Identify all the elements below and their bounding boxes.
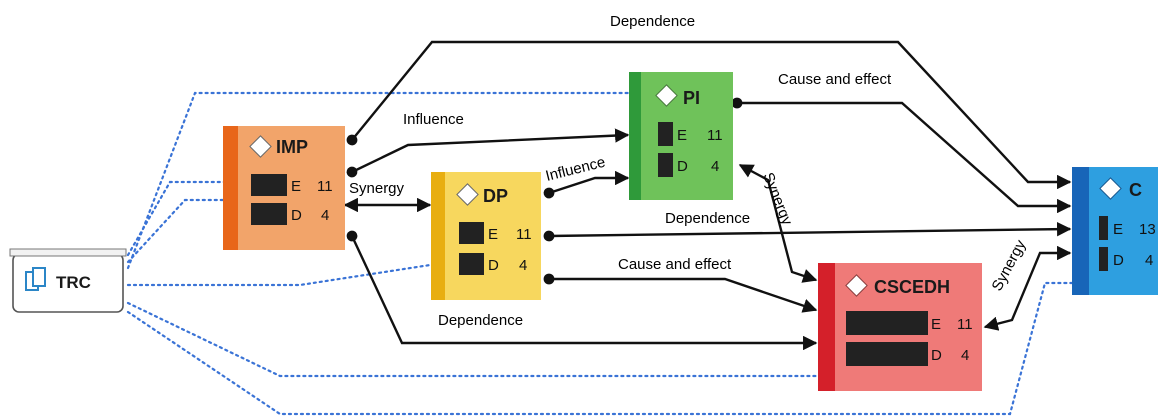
c-d-label: D <box>1113 252 1124 269</box>
edge-c-cscedh-synergy <box>983 245 1072 331</box>
c-e-bar <box>1099 216 1108 240</box>
label-dp-pi-influence: Influence <box>544 154 607 185</box>
cscedh-d-bar <box>846 342 928 366</box>
trc-imp-link-2 <box>126 198 227 264</box>
trc-cscedh-link <box>126 301 820 378</box>
imp-e-bar <box>251 174 287 196</box>
label-imp-cscedh-dependence: Dependence <box>438 312 523 329</box>
edge-pi-c-cause-effect <box>731 97 1072 214</box>
document-icon <box>25 267 46 291</box>
c-d-bar <box>1099 247 1108 271</box>
pi-e-bar <box>658 122 673 146</box>
label-dp-cscedh-cause-effect: Cause and effect <box>618 256 732 273</box>
dp-e-value: 11 <box>516 226 532 243</box>
trc-header-bar <box>9 248 127 257</box>
trc-dp-link <box>126 263 432 287</box>
imp-d-bar <box>251 203 287 225</box>
relationship-edges <box>343 40 1072 351</box>
label-imp-c-dependence: Dependence <box>610 13 695 30</box>
pi-body <box>629 72 733 200</box>
c-d-value: 4 <box>1145 252 1153 269</box>
trc-title: TRC <box>56 273 91 292</box>
c-title: C <box>1129 180 1142 200</box>
diamond-icon <box>249 135 272 158</box>
c-strip <box>1072 167 1089 295</box>
edge-imp-pi-influence <box>346 128 630 178</box>
label-c-cscedh-synergy: Synergy <box>989 237 1030 294</box>
node-c[interactable]: C E 13 D 4 <box>1072 167 1158 295</box>
edge-imp-cscedh-dependence <box>346 230 818 351</box>
label-dp-c-dependence: Dependence <box>665 210 750 227</box>
dp-d-bar <box>459 253 484 275</box>
dp-d-value: 4 <box>519 257 527 274</box>
node-dp[interactable]: DP E 11 D 4 <box>431 172 541 300</box>
dp-d-label: D <box>488 257 499 274</box>
pi-strip <box>629 72 641 200</box>
c-e-label: E <box>1113 221 1123 238</box>
cscedh-strip <box>818 263 835 391</box>
label-pi-c-cause-effect: Cause and effect <box>778 71 892 88</box>
pi-d-label: D <box>677 158 688 175</box>
pi-d-bar <box>658 153 673 177</box>
diamond-icon <box>655 84 678 107</box>
dp-strip <box>431 172 445 300</box>
diamond-icon <box>1099 177 1122 200</box>
edge-dp-cscedh-cause-effect <box>543 273 818 313</box>
imp-strip <box>223 126 238 250</box>
dp-e-label: E <box>488 226 498 243</box>
label-pi-cscedh-synergy: Synergy <box>759 170 796 228</box>
pi-e-value: 11 <box>707 127 723 144</box>
edge-dp-pi-influence <box>543 170 630 199</box>
diamond-icon <box>845 274 868 297</box>
dp-title: DP <box>483 186 508 206</box>
dp-e-bar <box>459 222 484 244</box>
node-trc[interactable]: TRC <box>9 248 127 313</box>
imp-d-label: D <box>291 207 302 224</box>
node-cscedh[interactable]: CSCEDH E 11 D 4 <box>818 263 982 391</box>
pi-e-label: E <box>677 127 687 144</box>
edge-dp-c-dependence <box>543 221 1072 242</box>
cscedh-e-label: E <box>931 316 941 333</box>
cscedh-e-value: 11 <box>957 316 973 333</box>
trc-imp-link <box>126 180 227 257</box>
imp-d-value: 4 <box>321 207 329 224</box>
imp-e-value: 11 <box>317 178 333 195</box>
cscedh-d-label: D <box>931 347 942 364</box>
cscedh-d-value: 4 <box>961 347 969 364</box>
dp-body <box>431 172 541 300</box>
trc-pi-link <box>126 91 632 270</box>
node-pi[interactable]: PI E 11 D 4 <box>629 72 733 200</box>
cscedh-e-bar <box>846 311 928 335</box>
node-imp[interactable]: IMP E 11 D 4 <box>223 126 345 250</box>
c-e-value: 13 <box>1139 221 1156 238</box>
imp-e-label: E <box>291 178 301 195</box>
label-imp-pi-influence: Influence <box>403 111 464 128</box>
label-imp-dp-synergy: Synergy <box>349 180 405 197</box>
diamond-icon <box>456 183 479 206</box>
cscedh-title: CSCEDH <box>874 277 950 297</box>
pi-title: PI <box>683 88 700 108</box>
imp-title: IMP <box>276 137 308 157</box>
pi-d-value: 4 <box>711 158 719 175</box>
